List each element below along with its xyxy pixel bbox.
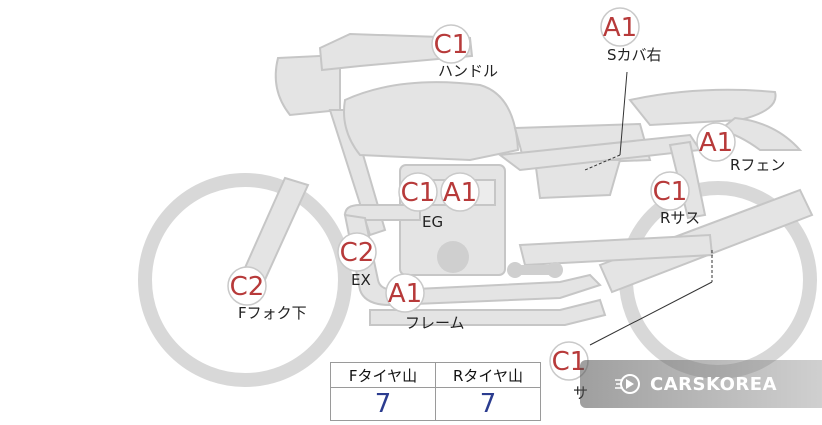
grade-f-fork: C2 xyxy=(230,272,265,302)
grade-engine-a: A1 xyxy=(443,178,477,208)
carskorea-watermark: CARSKOREA xyxy=(580,360,822,408)
marker-frame: A1 フレーム xyxy=(385,273,465,332)
rear-tire-value: 7 xyxy=(435,387,541,421)
marker-engine-a: A1 xyxy=(440,172,480,212)
grade-engine-c: C1 xyxy=(401,178,436,208)
label-engine: EG xyxy=(422,213,443,231)
marker-engine-c: C1 EG xyxy=(398,172,443,231)
leader-lines xyxy=(584,71,713,346)
label-s-cover-right: Sカバ右 xyxy=(607,46,662,64)
marker-exhaust: C2 EX xyxy=(337,232,377,289)
marker-f-fork: C2 Fフォク下 xyxy=(227,266,307,322)
watermark-text: CARSKOREA xyxy=(650,373,777,395)
label-f-fork: Fフォク下 xyxy=(238,304,307,322)
grade-frame: A1 xyxy=(388,279,422,309)
front-tire-header: Fタイヤ山 xyxy=(330,362,436,388)
marker-s-cover-right: A1 Sカバ右 xyxy=(600,7,662,64)
grade-r-suspension: C1 xyxy=(653,177,688,207)
marker-r-suspension: C1 Rサス xyxy=(650,171,700,227)
grade-exhaust: C2 xyxy=(340,238,375,268)
label-r-fender: Rフェン xyxy=(730,156,785,174)
rear-tire-header: Rタイヤ山 xyxy=(435,362,541,388)
label-frame: フレーム xyxy=(405,314,465,332)
front-tire-value: 7 xyxy=(330,387,436,421)
label-r-suspension: Rサス xyxy=(660,209,700,227)
label-handle: ハンドル xyxy=(438,62,498,80)
motorcycle-silhouette xyxy=(138,32,817,387)
grade-handle: C1 xyxy=(434,30,469,60)
grade-s-cover-right: A1 xyxy=(603,13,637,43)
carskorea-logo-icon xyxy=(615,374,640,394)
marker-r-fender: A1 Rフェン xyxy=(696,122,785,174)
tire-tread-table: Fタイヤ山 Rタイヤ山 7 7 xyxy=(330,362,541,421)
marker-handle: C1 ハンドル xyxy=(431,24,498,80)
label-exhaust: EX xyxy=(351,271,371,289)
grade-r-fender: A1 xyxy=(699,128,733,158)
